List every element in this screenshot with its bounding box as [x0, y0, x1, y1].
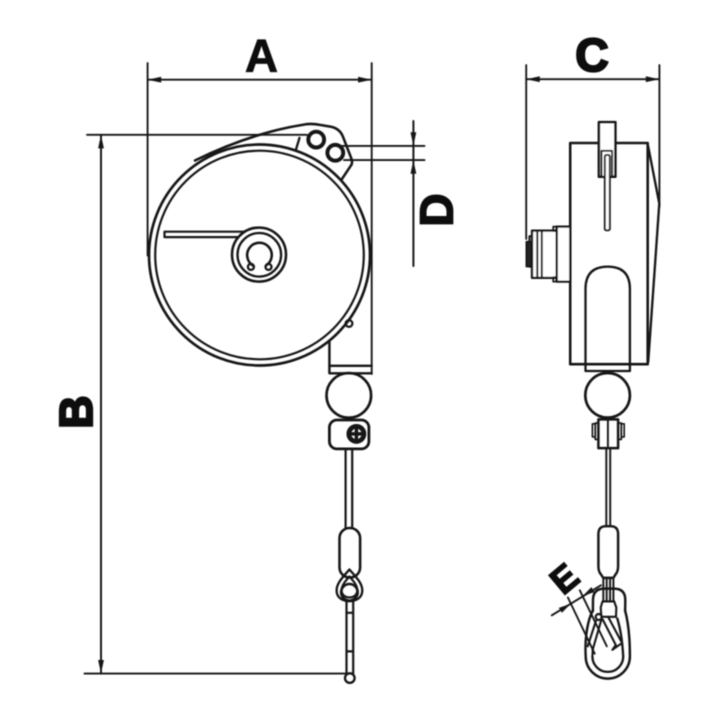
svg-text:A: A	[245, 30, 278, 82]
svg-text:C: C	[575, 29, 608, 81]
svg-text:B: B	[50, 395, 102, 428]
svg-text:D: D	[411, 193, 463, 226]
